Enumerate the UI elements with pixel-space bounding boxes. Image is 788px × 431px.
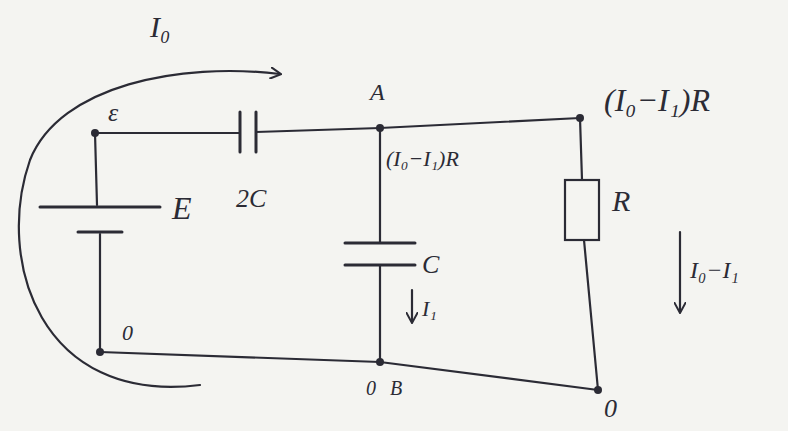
current-arrow (19, 71, 280, 387)
junction-dot (376, 358, 384, 366)
current-arrow (679, 232, 681, 312)
battery-plate-long (40, 206, 160, 209)
wire (379, 265, 381, 362)
potential-label: 0 (122, 322, 133, 344)
potential-label: 0 (366, 378, 376, 398)
current-arrow (411, 290, 413, 322)
wire (379, 128, 381, 243)
potential-label: (I₀−I₁)R (386, 148, 459, 170)
junction-dot (376, 124, 384, 132)
capacitor-label: C (422, 252, 439, 278)
capacitor-label: 2C (236, 186, 266, 212)
wire (99, 234, 101, 352)
capacitor-plate (239, 112, 242, 152)
wire (256, 118, 580, 132)
resistor-symbol (565, 180, 599, 240)
current-label: I₁ (422, 298, 437, 320)
wire (95, 133, 97, 205)
current-label: I₀ (150, 12, 170, 42)
wire (100, 352, 598, 390)
wire (584, 240, 598, 390)
wire (95, 132, 240, 134)
current-label: I₀−I₁ (690, 258, 739, 282)
potential-label: ε (108, 100, 118, 126)
junction-dot (96, 348, 104, 356)
node-label: B (390, 378, 402, 398)
junction-dot (576, 114, 584, 122)
emf-label: E (172, 192, 192, 224)
potential-label: 0 (604, 396, 617, 422)
resistor-label: R (612, 186, 630, 216)
capacitor-plate (345, 242, 415, 245)
wire (580, 118, 582, 180)
node-label: A (370, 80, 385, 104)
junction-dot (91, 129, 99, 137)
junction-dot (594, 386, 602, 394)
potential-label: (I₀−I₁)R (604, 84, 710, 116)
